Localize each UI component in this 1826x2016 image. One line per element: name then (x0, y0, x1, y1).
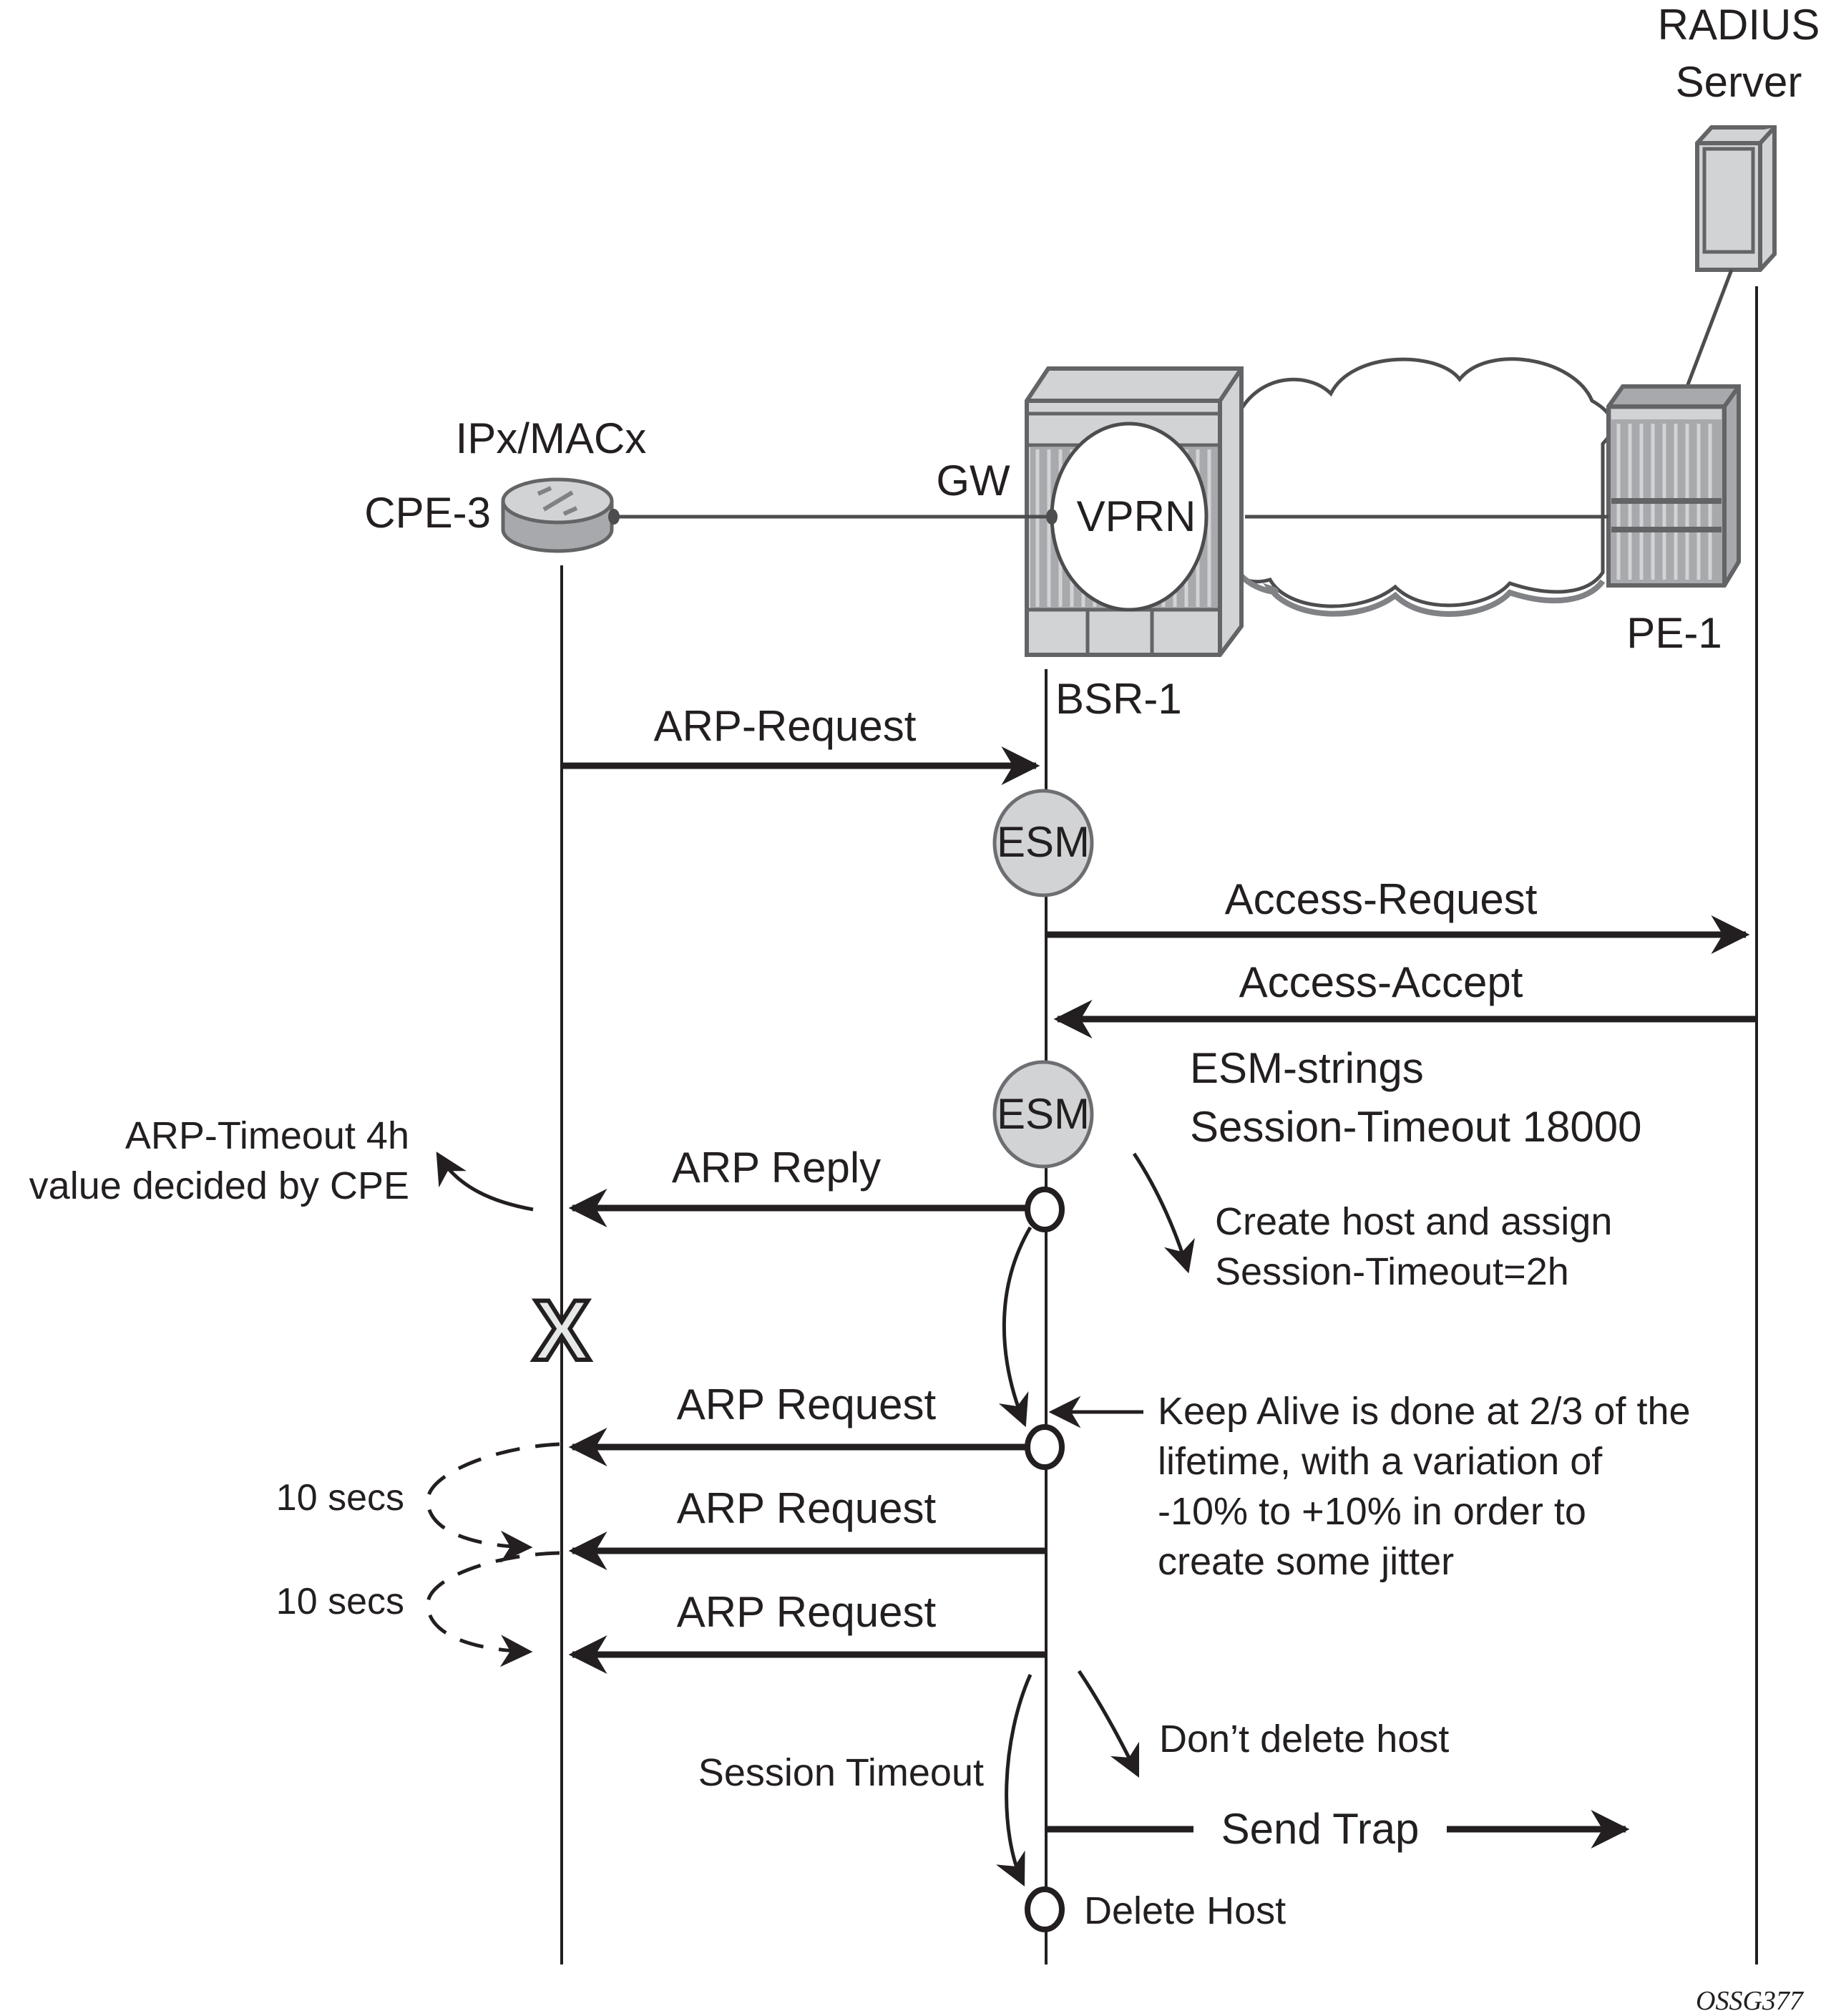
interval-2-label: 10 secs (276, 1581, 404, 1622)
network-cloud-icon (1234, 357, 1614, 608)
delete-host-event (1025, 1886, 1065, 1932)
arp-timeout-line1: ARP-Timeout 4h (125, 1114, 409, 1157)
arp-timeout-arrow (436, 1151, 534, 1212)
gw-label: GW (936, 457, 1010, 505)
access-request-label: Access-Request (1225, 875, 1538, 923)
cpe-3-label: CPE-3 (364, 489, 491, 537)
bsr-1-label: BSR-1 (1055, 675, 1182, 723)
interval-2-dashed-arrow (426, 1551, 560, 1667)
esm-strings-line1: ESM-strings (1190, 1044, 1424, 1092)
radius-server-label-line2: Server (1676, 58, 1802, 106)
keep-alive-line4: create some jitter (1158, 1540, 1454, 1583)
interval-1-dashed-arrow (426, 1442, 560, 1563)
radius-server-label-line1: RADIUS (1658, 1, 1820, 49)
cpe-router-icon (501, 477, 614, 553)
arp-timeout-line2: value decided by CPE (29, 1164, 409, 1207)
create-host-line2: Session-Timeout=2h (1215, 1250, 1569, 1293)
interval-1-label: 10 secs (276, 1477, 404, 1519)
send-trap-label: Send Trap (1221, 1805, 1420, 1853)
keep-alive-event (1025, 1424, 1065, 1470)
arp-request-4-label: ARP Request (677, 1588, 937, 1636)
arp-request-label: ARP-Request (654, 702, 917, 750)
keep-alive-line3: -10% to +10% in order to (1158, 1490, 1586, 1533)
delete-host-label: Delete Host (1084, 1889, 1286, 1932)
create-host-arrow (1132, 1152, 1195, 1274)
create-host-line1: Create host and assign (1215, 1200, 1612, 1243)
cpe-address-label: IPx/MACx (456, 414, 647, 462)
access-accept-label: Access-Accept (1239, 958, 1523, 1006)
cpe-failure-mark: X (533, 1282, 590, 1378)
esm-label-1: ESM (997, 818, 1090, 866)
arp-request-3-label: ARP Request (677, 1484, 937, 1532)
esm-label-2: ESM (997, 1090, 1090, 1138)
keep-alive-line2: lifetime, with a variation of (1158, 1440, 1603, 1483)
esm-strings-line2: Session-Timeout 18000 (1190, 1103, 1641, 1151)
gw-port-dot (1046, 509, 1058, 525)
radius-server-icon (1695, 125, 1777, 272)
vprn-label: VPRN (1077, 492, 1196, 540)
esm-process-1 (992, 789, 1094, 897)
session-timeout-label: Session Timeout (698, 1751, 984, 1794)
esm-process-2 (992, 1060, 1094, 1169)
keep-alive-curve-arrow (998, 1226, 1032, 1428)
radius-pe-link (1685, 269, 1734, 387)
figure-id: OSSG377 (1696, 1986, 1805, 2016)
session-timeout-arrow (996, 1673, 1032, 1887)
dont-delete-arrow (1077, 1670, 1140, 1778)
arp-reply-label: ARP Reply (672, 1144, 881, 1192)
host-created-event (1025, 1187, 1065, 1232)
dont-delete-label: Don’t delete host (1159, 1718, 1449, 1761)
cloud-shadow (1239, 574, 1606, 617)
pe-1-label: PE-1 (1626, 609, 1722, 657)
pe-router-icon (1606, 384, 1741, 588)
keep-alive-line1: Keep Alive is done at 2/3 of the (1158, 1390, 1691, 1433)
arp-request-2-label: ARP Request (677, 1380, 937, 1428)
